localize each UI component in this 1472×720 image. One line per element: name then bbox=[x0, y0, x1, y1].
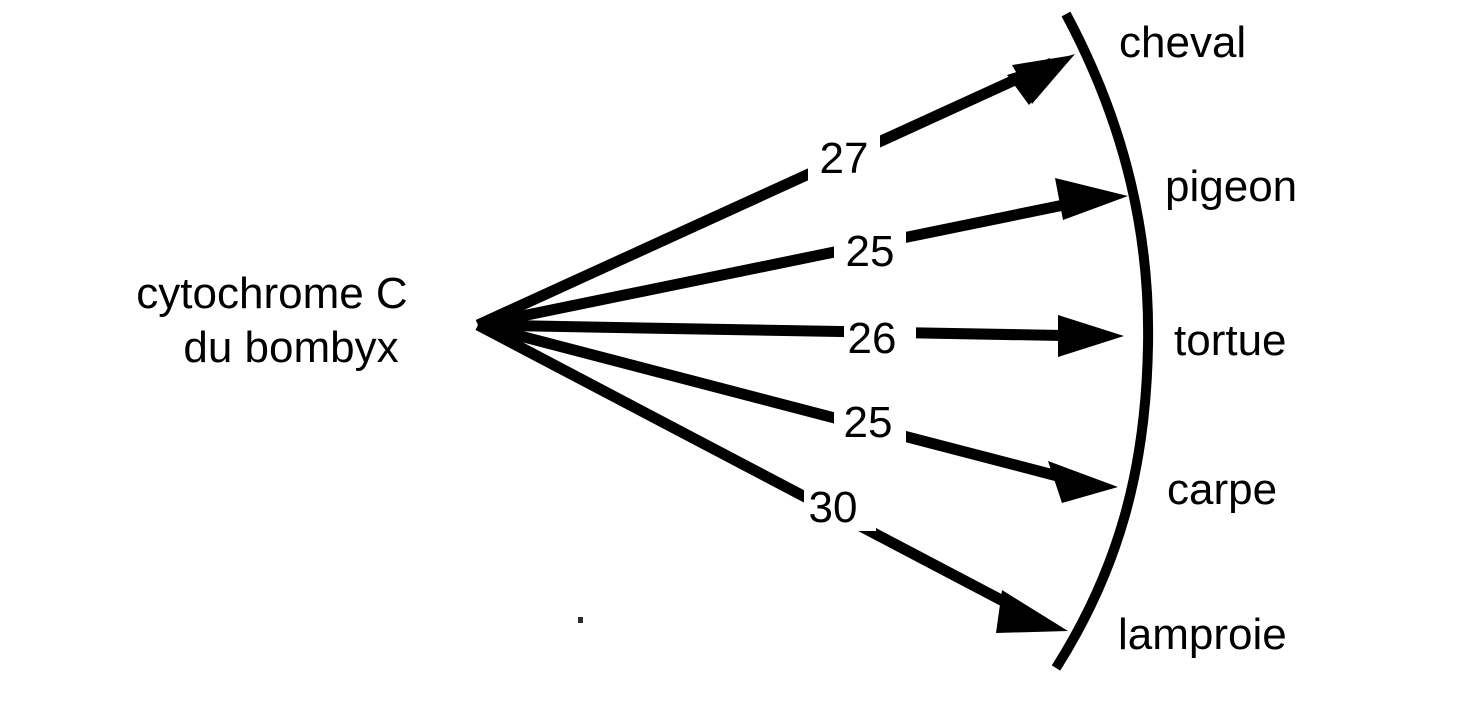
scan-speck bbox=[578, 617, 583, 623]
edge-line-tortue bbox=[477, 319, 1091, 342]
taxon-label-lamproie: lamproie bbox=[1118, 610, 1287, 659]
arrowhead-pigeon-icon bbox=[1055, 178, 1128, 220]
group-arc bbox=[1051, 11, 1154, 671]
edge-line-cheval bbox=[475, 57, 1055, 331]
source-node-label: cytochrome C du bombyx bbox=[136, 269, 407, 372]
edge-value-carpe: 25 bbox=[844, 398, 893, 447]
arrowhead-tortue-icon bbox=[1058, 315, 1124, 357]
taxon-label-tortue: tortue bbox=[1174, 316, 1287, 365]
taxon-labels-group: cheval pigeon tortue carpe lamproie bbox=[1118, 18, 1297, 659]
source-label-line-2: du bombyx bbox=[183, 323, 398, 372]
edge-line-lamproie bbox=[475, 320, 1046, 627]
source-label-line-1: cytochrome C bbox=[136, 269, 407, 318]
edge-value-cheval: 27 bbox=[820, 134, 869, 183]
arrowhead-carpe-icon bbox=[1048, 461, 1118, 503]
arrow-heads-group bbox=[996, 54, 1128, 633]
taxon-label-cheval: cheval bbox=[1119, 18, 1246, 67]
taxon-label-carpe: carpe bbox=[1167, 465, 1277, 514]
edge-label-knockouts bbox=[804, 128, 916, 531]
arrowhead-cheval-shape-icon bbox=[1007, 54, 1075, 105]
taxon-label-pigeon: pigeon bbox=[1165, 162, 1297, 211]
edge-value-tortue: 26 bbox=[848, 314, 897, 363]
edge-lines-group bbox=[475, 57, 1100, 627]
edge-value-pigeon: 25 bbox=[846, 227, 895, 276]
edge-line-pigeon bbox=[476, 192, 1100, 331]
edge-values-group: 27 25 26 25 30 bbox=[809, 134, 897, 532]
arrowhead-lamproie-icon bbox=[996, 590, 1068, 633]
edge-value-lamproie: 30 bbox=[809, 483, 858, 532]
edge-line-carpe bbox=[476, 319, 1090, 490]
